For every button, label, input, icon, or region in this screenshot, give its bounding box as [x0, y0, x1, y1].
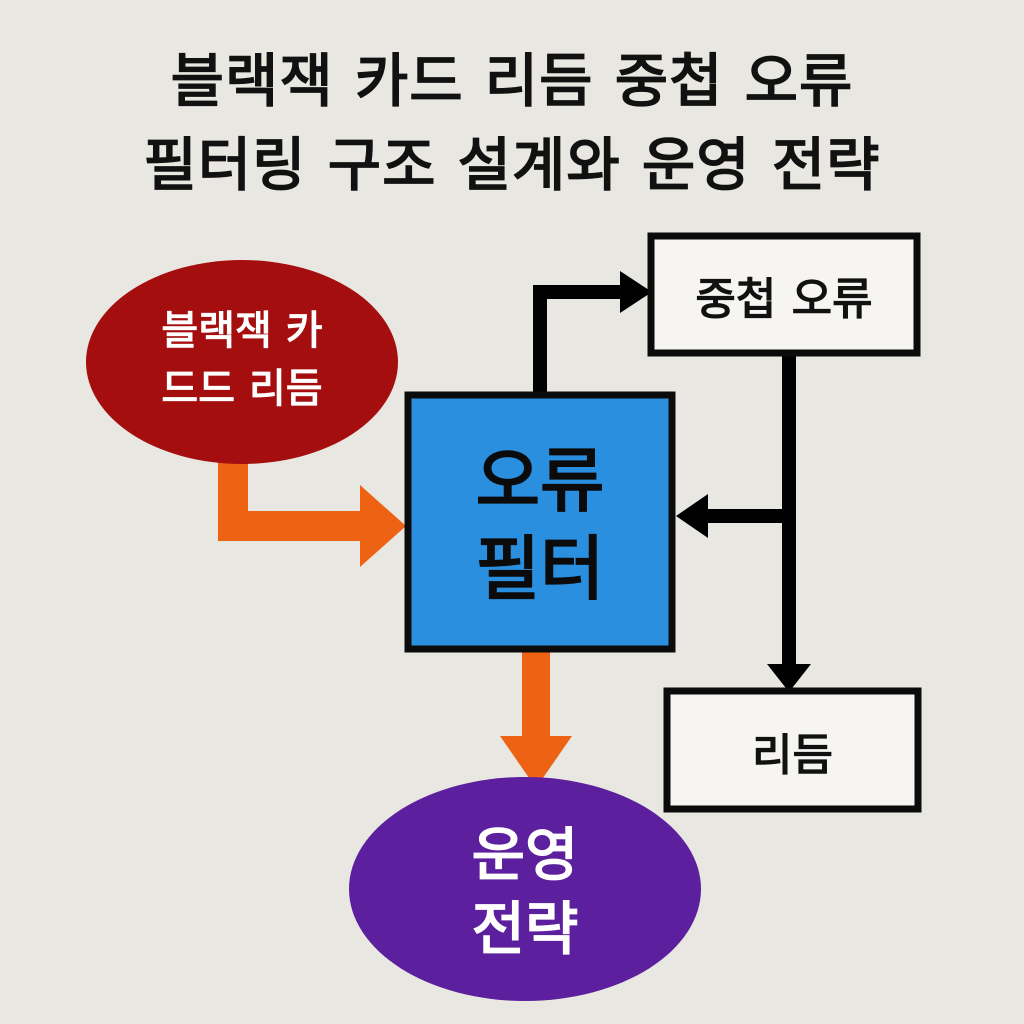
strategy-node-line-1: 운영 [471, 821, 579, 889]
strategy-node-shape [349, 777, 701, 1001]
rhythm-node-label: 리듬 [752, 730, 833, 781]
arrow-filter-to-nested-error [533, 285, 626, 393]
nested-error-node-shape [647, 232, 921, 357]
arrow-back-to-filter-head [676, 494, 708, 538]
input-node-line-1: 블랙잭 카 [161, 308, 323, 354]
arrow-input-to-filter-head [360, 485, 406, 567]
filter-node-shape [404, 391, 676, 653]
title-line-2: 필터링 구조 설계와 운영 전략 [143, 131, 881, 199]
arrow-to-rhythm-head [767, 664, 811, 692]
arrow-filter-to-strategy [522, 650, 550, 742]
rhythm-node-shape [663, 687, 922, 813]
strategy-node-label: 운영 전략 [375, 818, 675, 966]
input-node-line-2: 드드 리듬 [161, 366, 323, 412]
input-node-label: 블랙잭 카 드드 리듬 [92, 302, 392, 418]
filter-node-line-1: 오류 [475, 440, 605, 522]
arrow-input-to-filter [218, 458, 365, 541]
filter-node-label: 오류 필터 [412, 438, 668, 613]
arrow-filter-to-nested-error-head [620, 271, 652, 313]
arrow-back-to-filter [702, 509, 786, 523]
filter-node-line-2: 필터 [475, 527, 605, 610]
strategy-node-line-2: 전략 [471, 895, 579, 964]
nested-error-node-label: 중첩 오류 [695, 274, 873, 325]
line-nested-error-down [782, 353, 796, 668]
arrow-filter-to-strategy-head [500, 736, 572, 788]
input-node-shape [86, 260, 398, 464]
title-line-1: 블랙잭 카드 리듬 중첩 오류 [170, 47, 854, 115]
